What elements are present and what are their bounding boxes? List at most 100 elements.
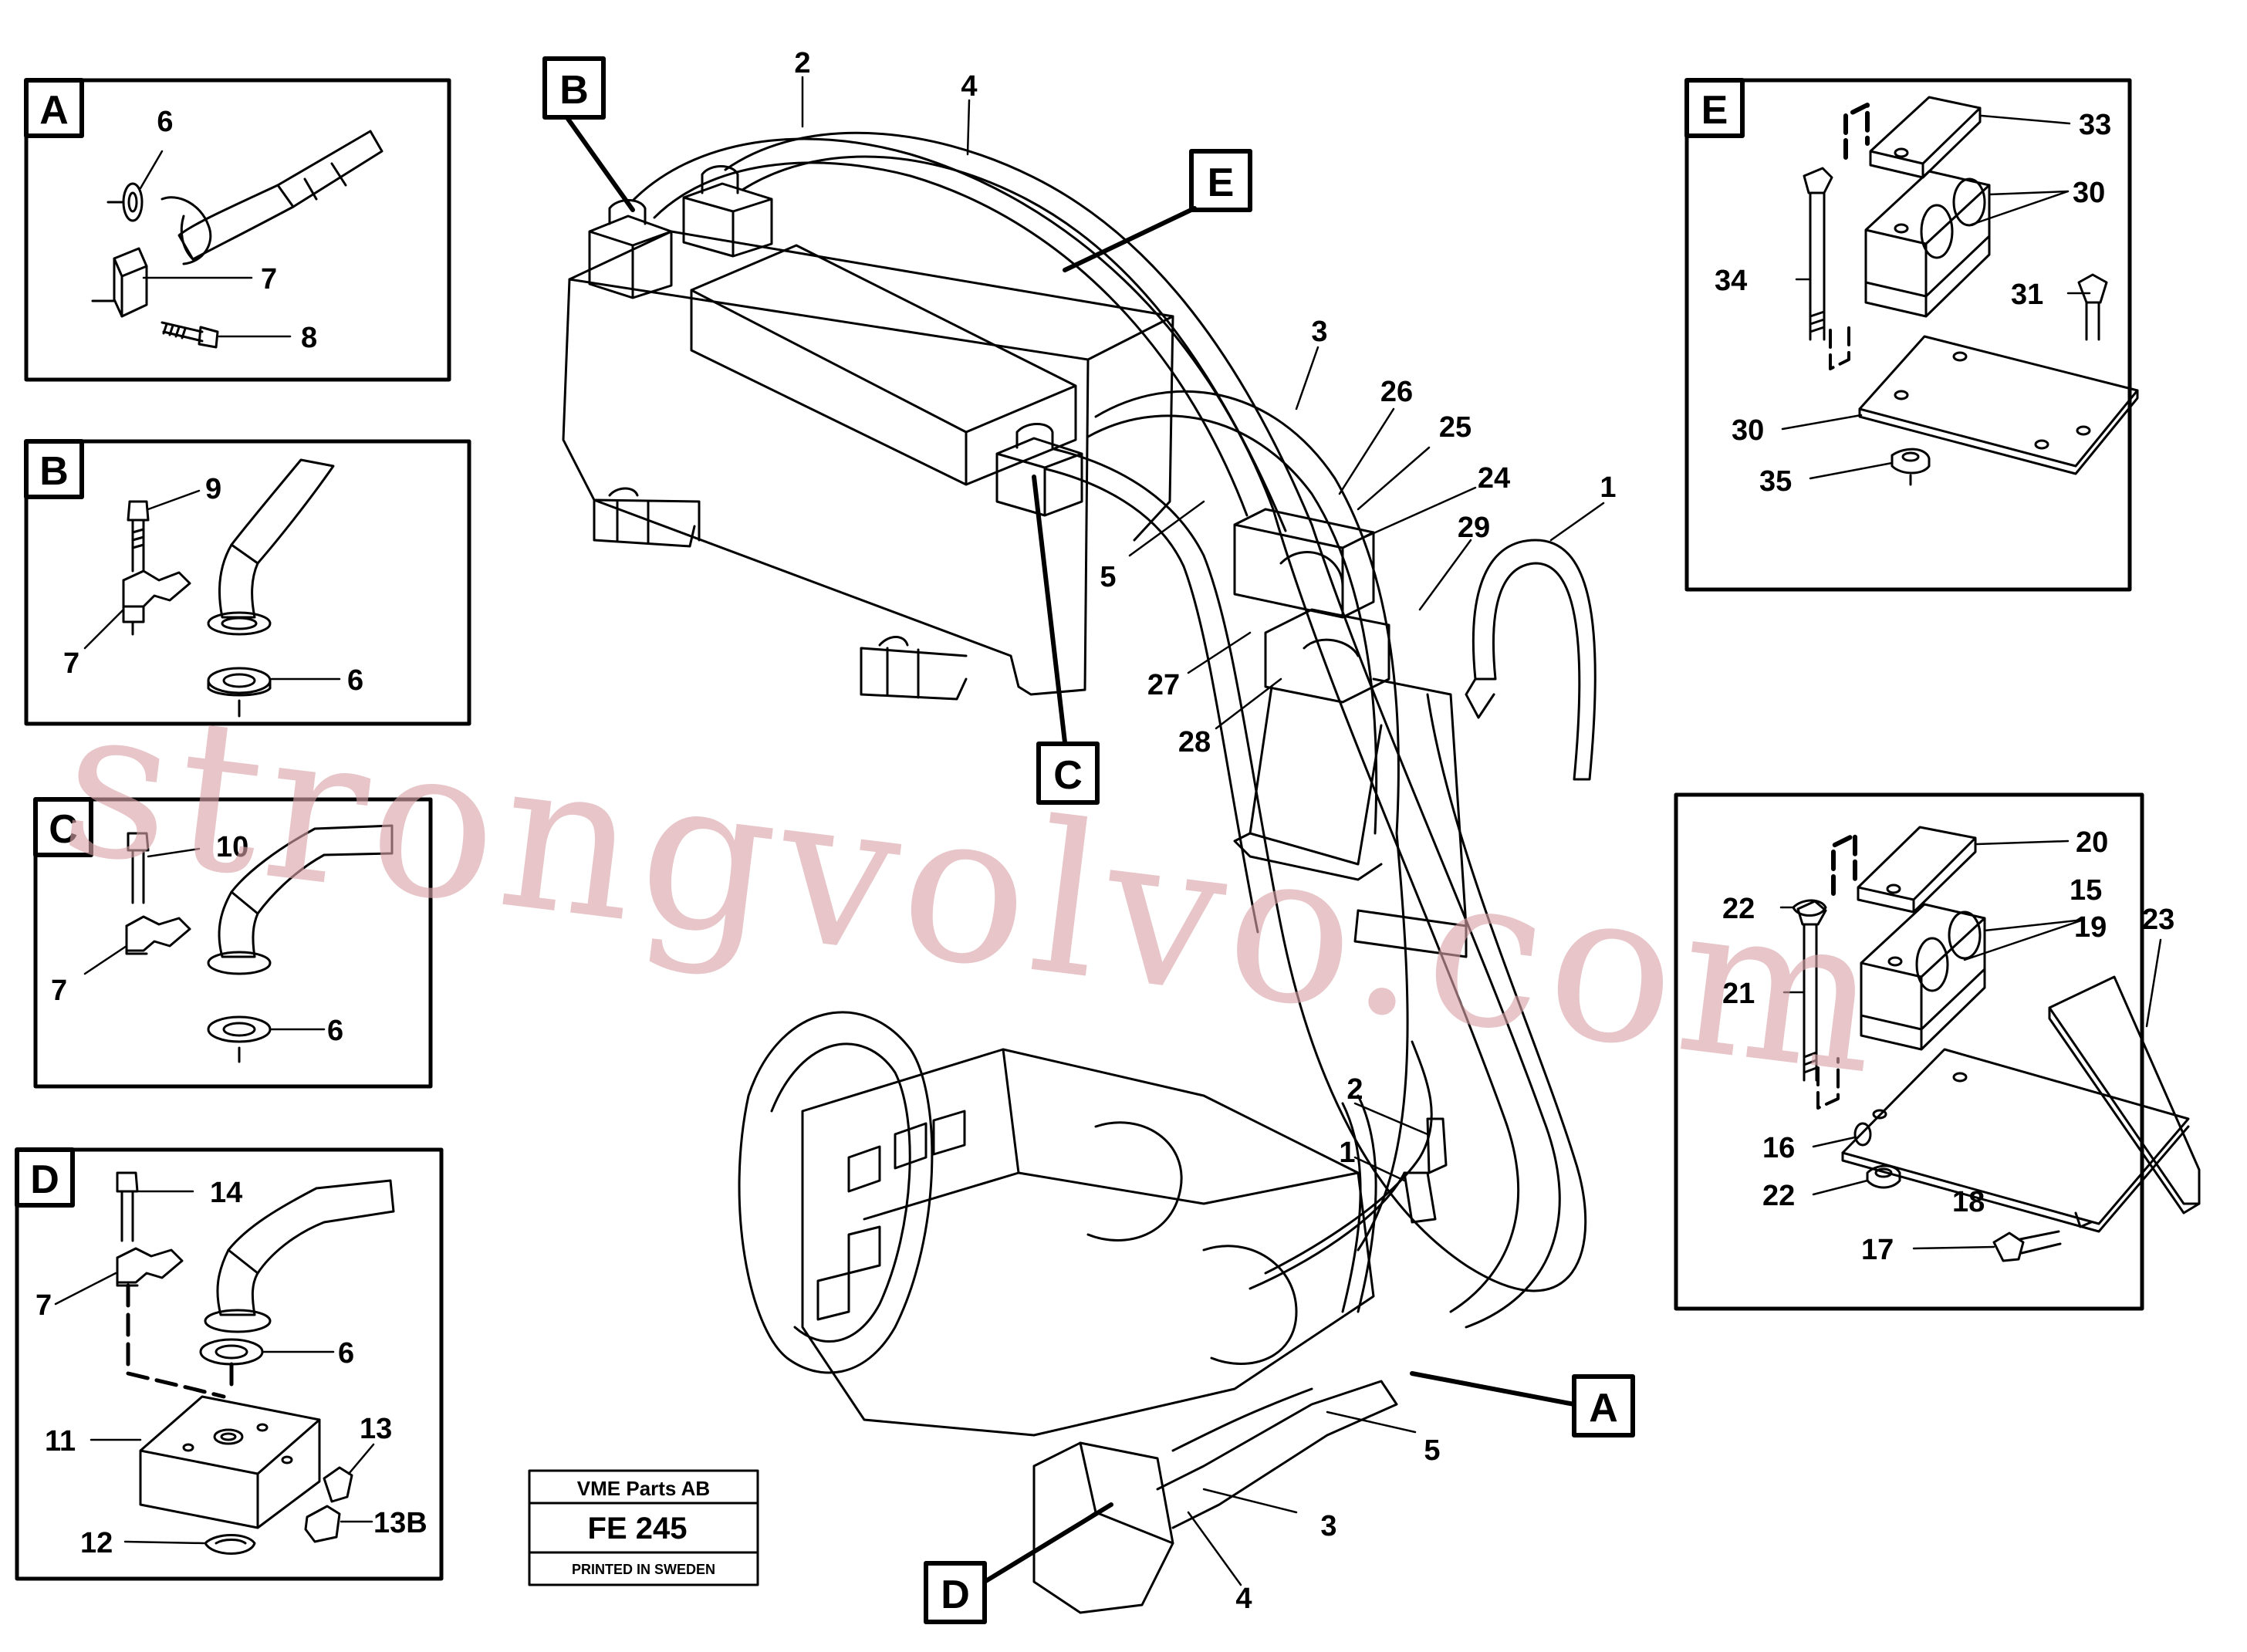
hose-b — [230, 458, 335, 565]
washer-d — [199, 1338, 264, 1366]
ref-b-box — [542, 56, 606, 120]
callout-e-34: 34 — [1715, 265, 1747, 297]
ref-e-label: E — [1208, 160, 1235, 205]
hose-d — [227, 1179, 395, 1275]
bolt-31 — [2077, 273, 2108, 341]
tank-foot-right — [860, 647, 968, 701]
callout-b-7: 7 — [63, 647, 79, 680]
nut-22-top — [1792, 899, 1827, 917]
callout-main-3-bottom: 3 — [1320, 1510, 1336, 1542]
callout-c-7: 7 — [51, 975, 67, 1007]
callout-main-25: 25 — [1439, 411, 1472, 444]
detail-panel-b: B 9 7 6 — [24, 439, 471, 726]
callout-main-29: 29 — [1458, 512, 1490, 544]
callout-f-21: 21 — [1722, 978, 1755, 1010]
callout-f-23: 23 — [2142, 904, 2174, 936]
section-e-label: E — [1701, 88, 1728, 133]
stamp-printed: PRINTED IN SWEDEN — [572, 1562, 715, 1577]
section-a-label: A — [39, 88, 69, 133]
tank-fitting-left — [588, 215, 673, 299]
hose-a — [177, 130, 384, 261]
callout-e-35: 35 — [1759, 465, 1792, 498]
callout-d-11: 11 — [45, 1425, 76, 1458]
clamp-halves-30 — [1864, 170, 1991, 318]
valve-block — [1233, 508, 1375, 619]
ref-e-box — [1189, 149, 1252, 212]
callout-main-4-top: 4 — [961, 70, 977, 103]
callout-a-8: 8 — [301, 322, 317, 354]
callout-b-9: 9 — [205, 473, 221, 505]
callout-d-6: 6 — [338, 1337, 354, 1370]
callout-main-4-bottom: 4 — [1235, 1583, 1252, 1615]
pump-d — [1032, 1441, 1174, 1614]
callout-f-22-top: 22 — [1722, 893, 1755, 925]
clamp-a — [113, 247, 148, 318]
main-assembly: B E C A D 2 4 3 26 25 24 — [542, 47, 1635, 1624]
tank-lid — [690, 244, 1077, 486]
bracket-23 — [2048, 975, 2201, 1215]
cover-plate-20 — [1857, 826, 1977, 914]
callout-f-22-bottom: 22 — [1762, 1180, 1795, 1212]
hose-1 — [1472, 539, 1597, 781]
callout-main-5-top: 5 — [1100, 561, 1116, 593]
callout-f-15: 15 — [2070, 874, 2102, 907]
block-d — [139, 1395, 321, 1529]
bolt-b — [127, 500, 150, 573]
section-c-label-box — [33, 797, 93, 857]
clamp-c — [125, 915, 191, 952]
hose-2 — [631, 137, 1275, 511]
callout-f-16: 16 — [1762, 1132, 1795, 1164]
detail-panel-e: E 33 30 — [1684, 78, 2139, 592]
cover-plate-33 — [1869, 96, 1982, 179]
detail-panel-d: D 14 7 6 11 13 13B 12 — [15, 1147, 444, 1581]
ref-c-box — [1036, 742, 1100, 805]
callout-d-14: 14 — [210, 1177, 242, 1209]
pump-housing — [738, 1011, 934, 1374]
title-stamp: VME Parts AB FE 245 PRINTED IN SWEDEN — [528, 1469, 759, 1586]
callout-c-6: 6 — [327, 1015, 343, 1047]
callout-a-7: 7 — [261, 263, 277, 296]
tank-fitting-mid — [682, 182, 773, 258]
seal-ring-a — [122, 182, 144, 222]
bolt-c — [127, 832, 150, 904]
section-b-label: B — [39, 449, 69, 494]
clamp-d — [116, 1247, 184, 1284]
callout-main-1-bottom: 1 — [1339, 1137, 1355, 1169]
nut-35 — [1891, 448, 1931, 475]
section-b-label-box — [24, 439, 84, 499]
detail-panel-a: A 6 7 8 — [24, 78, 451, 382]
callout-c-10: 10 — [216, 831, 248, 863]
callout-f-19: 19 — [2074, 911, 2107, 944]
pin-16 — [1853, 1122, 1872, 1147]
callout-d-13b: 13B — [373, 1507, 427, 1539]
callout-e-31: 31 — [2011, 279, 2043, 311]
bolt-17 — [1992, 1230, 2062, 1262]
stamp-code: FE 245 — [588, 1512, 688, 1546]
callout-d-7: 7 — [35, 1289, 52, 1322]
support-post — [1249, 685, 1383, 866]
bolt-d — [116, 1171, 139, 1242]
clamp-bracket — [1264, 608, 1390, 704]
callout-main-28: 28 — [1178, 726, 1211, 758]
ref-b-label: B — [559, 68, 589, 113]
ref-d-label: D — [941, 1573, 970, 1617]
section-a-label-box — [24, 78, 84, 138]
ref-a-label: A — [1589, 1386, 1618, 1431]
callout-main-3-top: 3 — [1311, 316, 1327, 348]
seal-12 — [204, 1534, 256, 1555]
motor-body — [801, 1048, 1375, 1437]
nut-22-bottom — [1866, 1164, 1901, 1189]
callout-main-2-bottom: 2 — [1347, 1073, 1363, 1106]
stud-34 — [1803, 167, 1833, 341]
detail-panel-c: C 10 7 6 — [33, 797, 433, 1089]
fitting-13 — [323, 1466, 353, 1503]
clamp-b — [122, 569, 191, 608]
hose-5 — [1053, 448, 1282, 927]
section-e-label-box — [1684, 78, 1745, 138]
stud-21 — [1796, 900, 1827, 1082]
ref-d-box — [924, 1561, 987, 1624]
ref-c-label: C — [1053, 753, 1083, 798]
hose-4 — [724, 131, 1313, 526]
callout-e-30b: 30 — [1732, 414, 1764, 447]
